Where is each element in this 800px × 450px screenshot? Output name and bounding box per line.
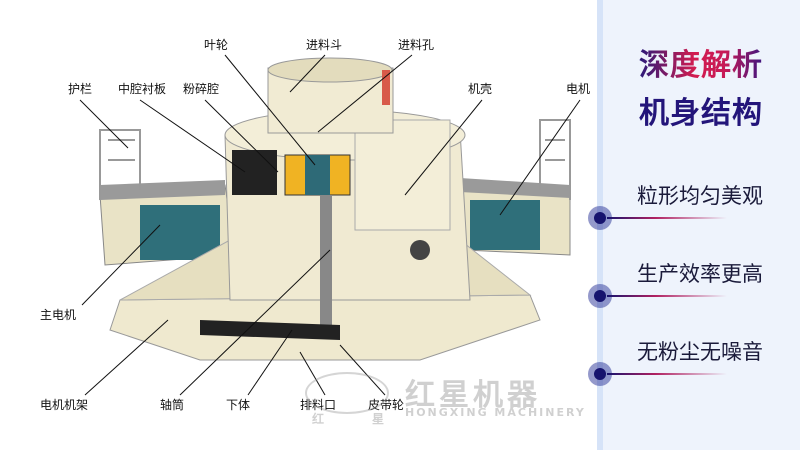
- label-casing: 机壳: [468, 82, 493, 96]
- bullet-dot-icon: [588, 362, 612, 386]
- feature-item: 粒形均匀美观: [588, 180, 800, 230]
- watermark-emblem: [305, 372, 389, 414]
- pulley: [200, 320, 340, 340]
- label-main-motor: 主电机: [40, 308, 77, 322]
- left-guardrail: [99, 129, 141, 200]
- label-motor-frame: 电机机架: [40, 398, 89, 412]
- feature-underline: [607, 295, 727, 297]
- panel-title-line2: 机身结构: [639, 96, 763, 131]
- bullet-dot-icon: [588, 284, 612, 308]
- label-lower-body: 下体: [226, 398, 251, 412]
- feature-underline: [607, 217, 727, 219]
- label-crushing-chamber: 粉碎腔: [183, 82, 220, 96]
- label-feed-inlet: 进料孔: [398, 38, 435, 52]
- watermark-brand: 红星机器: [405, 378, 541, 413]
- label-guardrail: 护栏: [68, 82, 93, 96]
- leader-lines: [79, 54, 581, 396]
- casing: [354, 119, 451, 231]
- feature-item: 生产效率更高: [588, 258, 800, 308]
- feature-underline: [607, 373, 727, 375]
- feature-label: 无粉尘无噪音: [637, 340, 763, 364]
- label-cavity-liner: 中腔衬板: [118, 82, 167, 96]
- label-feed-hopper: 进料斗: [306, 38, 343, 52]
- feature-label: 粒形均匀美观: [637, 184, 763, 208]
- info-panel: 深度解析 机身结构 粒形均匀美观 生产效率更高 无粉尘无噪音: [588, 0, 800, 450]
- right-guardrail: [539, 119, 571, 200]
- shaft-barrel: [320, 195, 332, 335]
- watermark-small-1: 红: [312, 412, 325, 426]
- label-motor: 电机: [566, 82, 591, 96]
- feature-item: 无粉尘无噪音: [588, 336, 800, 386]
- watermark-small-2: 星: [372, 412, 385, 426]
- crusher-illustration: [99, 57, 571, 361]
- machine-diagram: 护栏 中腔衬板 粉碎腔 叶轮 进料斗 进料孔 机壳 电机 主电机 电机机架 轴筒…: [0, 0, 598, 450]
- bullet-dot-icon: [588, 206, 612, 230]
- panel-title-line1: 深度解析: [639, 40, 763, 84]
- cavity-liner: [232, 150, 277, 195]
- label-impeller: 叶轮: [204, 38, 229, 52]
- watermark-pinyin: HONGXING MACHINERY: [405, 406, 586, 419]
- label-shaft-barrel: 轴筒: [160, 398, 185, 412]
- feature-label: 生产效率更高: [637, 262, 763, 286]
